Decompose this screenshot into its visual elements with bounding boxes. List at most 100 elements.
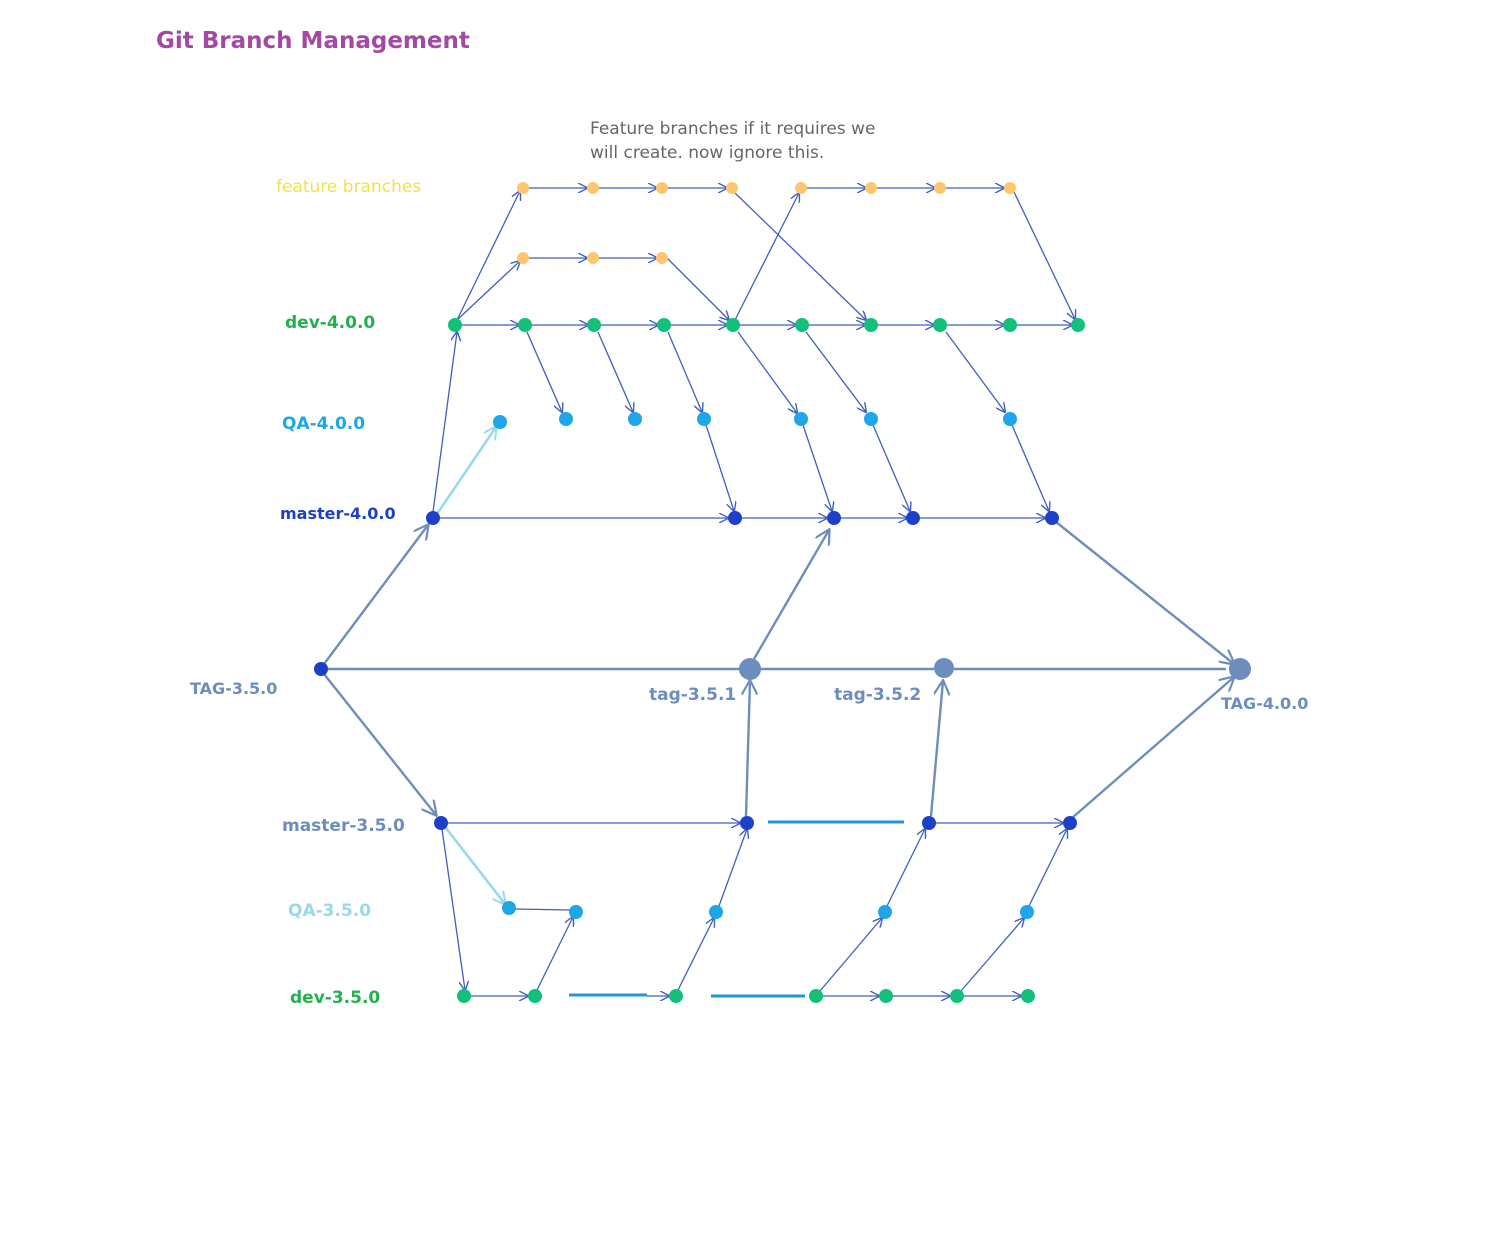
tag-nodes: [314, 658, 1251, 680]
commit-node: [1045, 511, 1059, 525]
label-dev-4: dev-4.0.0: [285, 313, 376, 333]
edge: [945, 331, 1005, 412]
label-tag-351: tag-3.5.1: [649, 685, 737, 705]
edge: [1011, 424, 1049, 511]
tag-node-351: [739, 658, 761, 680]
commit-node: [906, 511, 920, 525]
edge: [666, 257, 729, 320]
qa-4-edges: [435, 424, 1049, 515]
edge: [514, 908, 571, 911]
edge: [526, 331, 562, 412]
commit-node: [1063, 816, 1077, 830]
commit-node: [809, 989, 823, 1003]
commit-node: [740, 816, 754, 830]
edge: [960, 918, 1024, 992]
edge: [705, 424, 734, 511]
commit-node: [517, 182, 529, 194]
commit-node: [795, 182, 807, 194]
tag-node-400: [1229, 658, 1251, 680]
edge-bold: [1071, 677, 1234, 819]
master-4-commits: [426, 511, 1059, 525]
dev-35-edges: [470, 917, 1024, 996]
edge-bold: [746, 681, 750, 817]
edge-bold: [929, 681, 943, 817]
commit-node: [457, 989, 471, 1003]
edge-bold: [752, 530, 829, 660]
commit-node: [1021, 989, 1035, 1003]
commit-node: [587, 252, 599, 264]
dev-4-commits: [448, 318, 1085, 332]
feature-note-line-2: will create. now ignore this.: [590, 143, 825, 163]
commit-node: [726, 182, 738, 194]
commit-node: [628, 412, 642, 426]
commit-node: [434, 816, 448, 830]
commit-node: [656, 252, 668, 264]
commit-node: [559, 412, 573, 426]
edge: [802, 424, 832, 511]
feature-note-line-1: Feature branches if it requires we: [590, 119, 876, 139]
commit-node: [1003, 412, 1017, 426]
qa-35-commits: [502, 901, 1034, 919]
edge: [1028, 829, 1067, 907]
edge-bold: [323, 525, 428, 665]
commit-node: [656, 182, 668, 194]
commit-node: [879, 989, 893, 1003]
commit-node: [709, 905, 723, 919]
edge: [456, 261, 520, 321]
commit-node: [697, 412, 711, 426]
feature-branch-edges: [456, 188, 1075, 321]
edge-light: [444, 827, 505, 904]
commit-node: [1003, 318, 1017, 332]
label-tag-400: TAG-4.0.0: [1221, 694, 1309, 713]
commit-node: [426, 511, 440, 525]
commit-node: [934, 182, 946, 194]
commit-node: [1004, 182, 1016, 194]
edge-bold: [323, 673, 436, 815]
feature-note: Feature branches if it requires we will …: [590, 117, 890, 165]
commit-node: [493, 415, 507, 429]
commit-node: [795, 318, 809, 332]
dev-35-commits: [457, 989, 1035, 1003]
edge: [805, 331, 866, 412]
edge: [441, 828, 465, 990]
edge-light: [435, 427, 496, 515]
feature-commits: [517, 182, 1016, 264]
page-title: Git Branch Management: [156, 28, 470, 54]
edge: [677, 918, 714, 991]
commit-node: [864, 412, 878, 426]
commit-node: [933, 318, 947, 332]
label-tag-352: tag-3.5.2: [834, 685, 922, 705]
label-tag-350: TAG-3.5.0: [190, 679, 278, 698]
label-master-35: master-3.5.0: [282, 816, 405, 836]
commit-node: [587, 318, 601, 332]
commit-node: [657, 318, 671, 332]
label-qa-35: QA-3.5.0: [288, 901, 372, 921]
tag-node-352: [934, 658, 954, 678]
edge: [886, 829, 925, 907]
edge: [536, 917, 573, 991]
label-master-4: master-4.0.0: [280, 504, 396, 523]
commit-node: [950, 989, 964, 1003]
commit-node: [922, 816, 936, 830]
commit-node: [528, 989, 542, 1003]
commit-node: [864, 318, 878, 332]
edge-bold: [1055, 521, 1234, 664]
commit-node: [448, 318, 462, 332]
commit-node: [1020, 905, 1034, 919]
commit-node: [518, 318, 532, 332]
qa-4-commits: [493, 412, 1017, 429]
edge: [1013, 191, 1075, 319]
commit-node: [878, 905, 892, 919]
edge: [737, 331, 797, 413]
edge: [819, 918, 882, 992]
edge: [597, 331, 633, 412]
edge: [432, 332, 457, 513]
commit-node: [726, 318, 740, 332]
dev-4-edges: [432, 325, 1072, 513]
qa-35-edges: [514, 829, 1067, 911]
edge: [667, 331, 702, 412]
commit-node: [827, 511, 841, 525]
master-35-commits: [434, 816, 1077, 830]
